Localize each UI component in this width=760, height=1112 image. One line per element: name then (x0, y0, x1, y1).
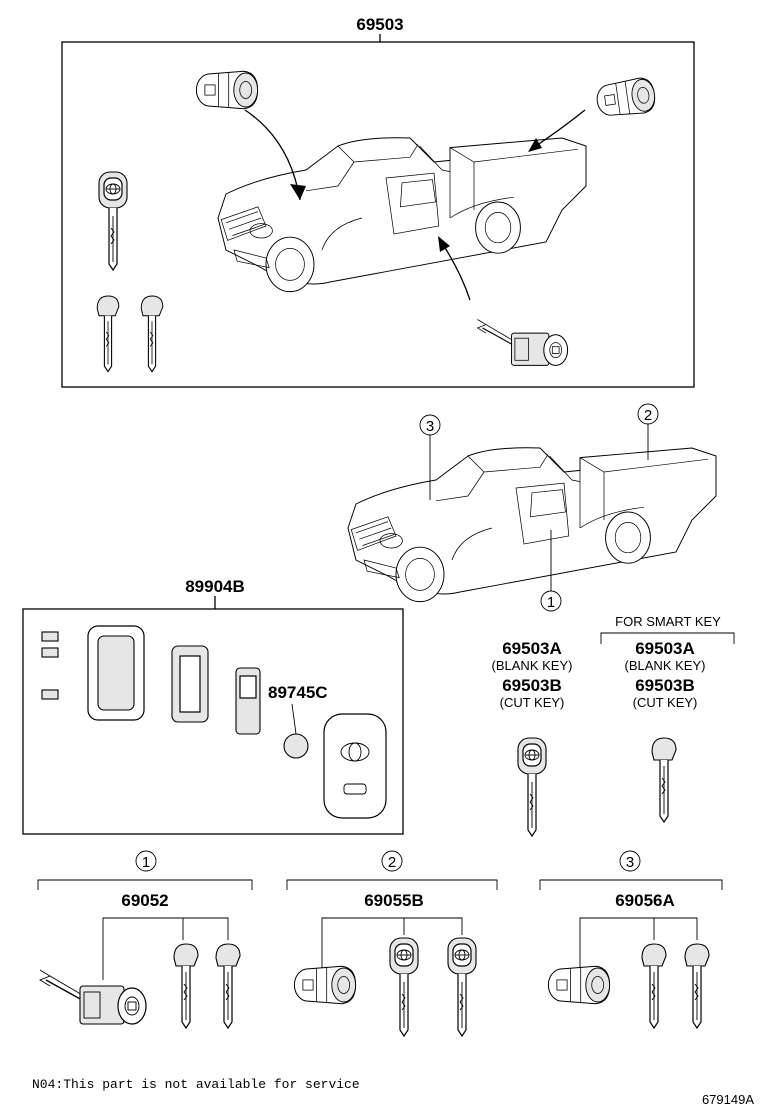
label-69056a[interactable]: 69056A (615, 891, 675, 910)
svg-text:1: 1 (142, 854, 150, 871)
label-89745c[interactable]: 89745C (268, 683, 328, 702)
label-69503b-right[interactable]: 69503B (635, 676, 695, 695)
label-69055b[interactable]: 69055B (364, 891, 424, 910)
callout-1[interactable]: 1 (540, 590, 562, 612)
label-69503b-left[interactable]: 69503B (502, 676, 562, 695)
truck-callout-illustration (347, 447, 717, 603)
callout-2[interactable]: 2 (637, 403, 659, 425)
footnote: N04:This part is not available for servi… (32, 1077, 360, 1092)
smart-key-heading: FOR SMART KEY (615, 614, 721, 629)
cylinder-icon (195, 70, 259, 110)
cylinder-icon (594, 75, 658, 120)
smart-key-fob-icon (323, 713, 387, 819)
callout-group-1[interactable]: 1 (135, 850, 157, 872)
assembly-box-89904b (22, 608, 404, 835)
figure-id: 679149A (702, 1092, 754, 1107)
svg-text:1: 1 (547, 594, 555, 611)
note-cut-key-right: (CUT KEY) (633, 695, 698, 710)
blade-key-icon (96, 295, 120, 373)
blade-key-icon (641, 943, 667, 1029)
svg-text:2: 2 (644, 407, 652, 424)
battery-icon (283, 733, 309, 759)
key-icon (517, 737, 547, 837)
blade-key-icon (173, 943, 199, 1029)
truck-top-illustration (217, 137, 587, 293)
key-icon (389, 937, 419, 1037)
assembly-box-69503 (61, 41, 695, 388)
label-89904b[interactable]: 89904B (185, 577, 245, 596)
note-blank-key-right: (BLANK KEY) (625, 658, 706, 673)
blade-key-icon (215, 943, 241, 1029)
callout-group-3[interactable]: 3 (619, 850, 641, 872)
svg-text:3: 3 (626, 854, 634, 871)
label-69503a-left[interactable]: 69503A (502, 639, 562, 658)
label-69052[interactable]: 69052 (121, 891, 168, 910)
callout-3[interactable]: 3 (419, 414, 441, 436)
note-blank-key-left: (BLANK KEY) (492, 658, 573, 673)
label-69503a-right[interactable]: 69503A (635, 639, 695, 658)
blade-key-icon (684, 943, 710, 1029)
blade-key-icon (140, 295, 164, 373)
note-cut-key-left: (CUT KEY) (500, 695, 565, 710)
label-69503[interactable]: 69503 (356, 15, 403, 34)
cylinder-icon (293, 965, 357, 1005)
remote-parts-illustration (41, 625, 387, 819)
callout-group-2[interactable]: 2 (381, 850, 403, 872)
svg-text:2: 2 (388, 854, 396, 871)
blade-key-icon (651, 737, 677, 823)
ignition-switch-icon (476, 318, 569, 366)
key-icon (98, 171, 128, 271)
cylinder-icon (547, 965, 611, 1005)
svg-text:3: 3 (426, 418, 434, 435)
key-icon (447, 937, 477, 1037)
ignition-switch-icon (39, 969, 147, 1025)
